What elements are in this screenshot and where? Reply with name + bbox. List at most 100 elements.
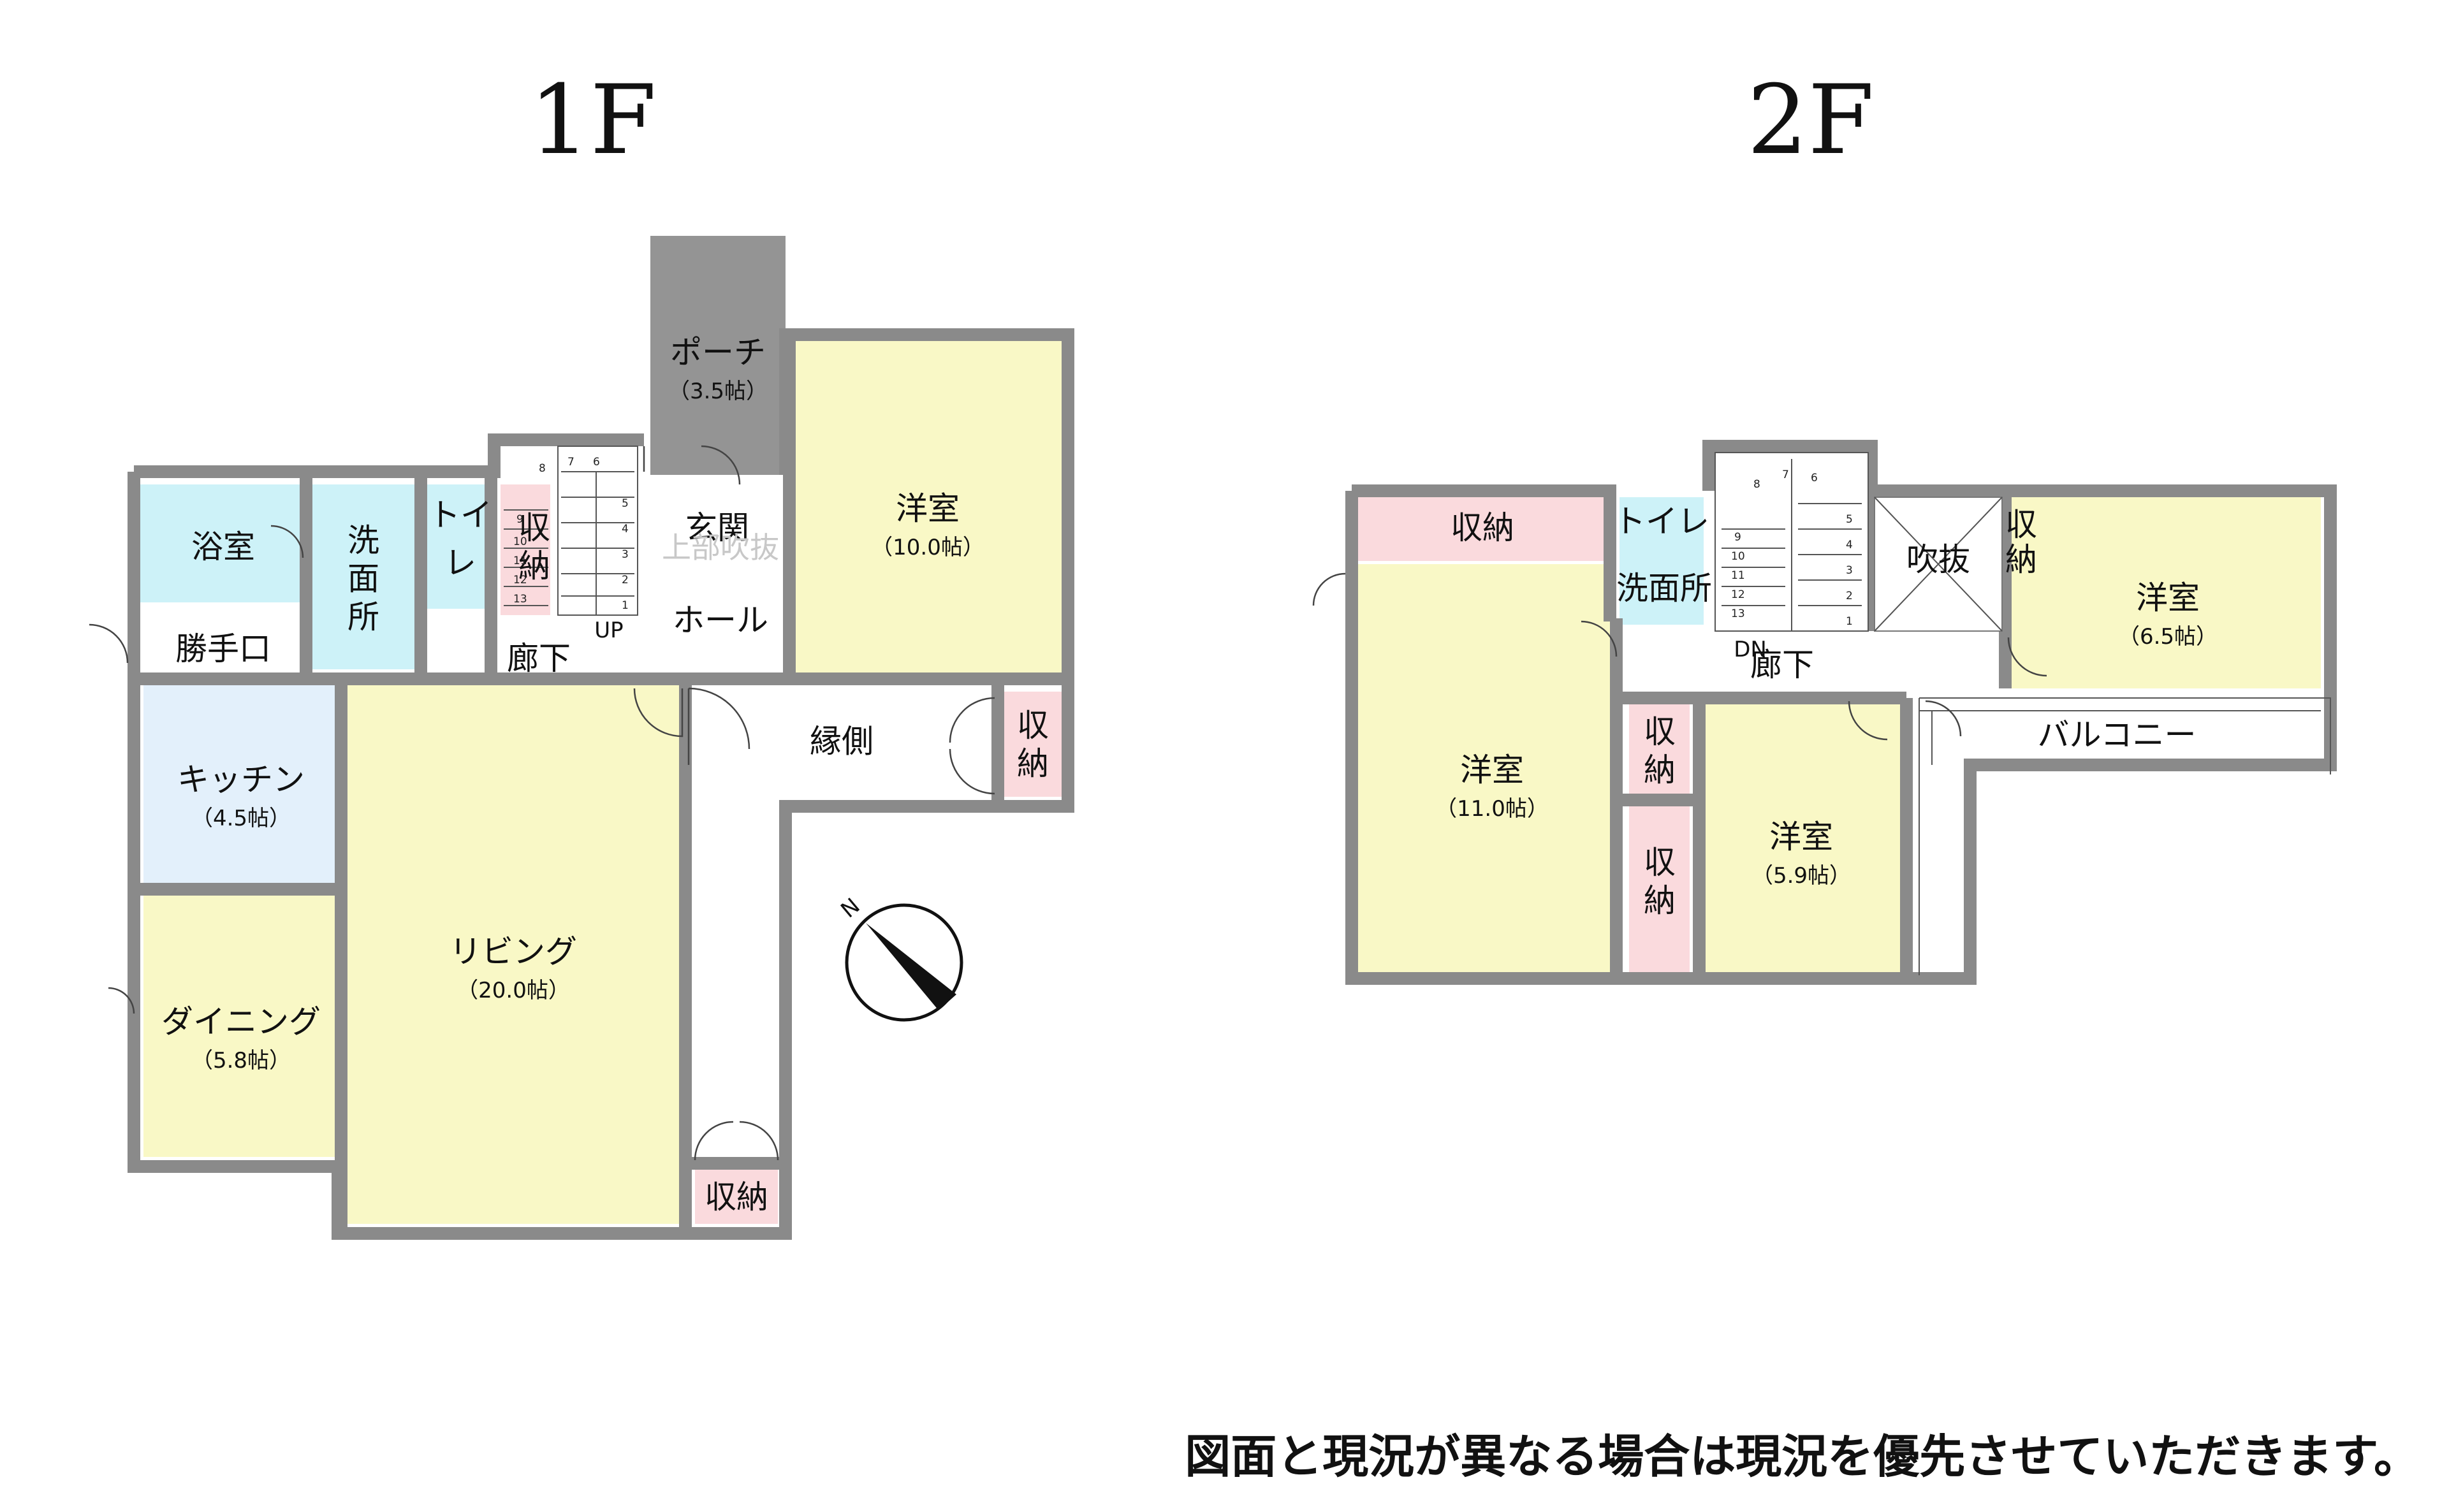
- wall-2f-stair: [1702, 440, 1878, 631]
- washroom-label-2: 面: [347, 560, 379, 597]
- void-2f-label: 吹抜: [1906, 541, 1970, 578]
- stair-step-2f: 8: [1753, 478, 1760, 491]
- stair-step-1f: 1: [622, 599, 629, 612]
- stair-step-2f: 12: [1731, 588, 1745, 601]
- stair-treads-2f: [1722, 459, 1862, 631]
- floor-title-1f: 1F: [529, 65, 657, 176]
- door-swing-1f-a: [270, 445, 741, 558]
- western-1f-label: 洋室: [896, 490, 960, 527]
- washroom-area: [312, 484, 414, 669]
- void-above-label: 上部吹抜: [662, 530, 779, 565]
- western-c-area: [1702, 704, 1900, 972]
- western-b-label: 洋室: [1460, 752, 1524, 789]
- western-a-label: 洋室: [2136, 579, 2200, 616]
- western-b-area: [1358, 564, 1610, 972]
- mid-storage-2-label-2: 納: [1644, 882, 1676, 919]
- western-a-area-label: （6.5帖）: [2118, 624, 2218, 650]
- stair-step-1f: 3: [622, 548, 629, 561]
- stair-step-2f: 6: [1811, 472, 1818, 484]
- stair-storage-area: [501, 484, 550, 615]
- kitchen-label: キッチン: [177, 761, 305, 798]
- hall-label: ホール: [673, 602, 768, 639]
- mid-storage-2-label-1: 収: [1644, 844, 1676, 881]
- toilet-area-1f: [426, 484, 485, 609]
- toilet-2f-label: トイレ: [1614, 503, 1709, 540]
- wall-2f-outer: [1345, 484, 2337, 985]
- stair-step-2f: 4: [1846, 539, 1853, 551]
- stair-storage-label-2: 納: [518, 548, 550, 585]
- stair-step-1f: 2: [622, 574, 629, 586]
- door-swing-1f-b: [633, 687, 750, 765]
- service-entrance-label: 勝手口: [175, 630, 271, 667]
- floor-2f: 収納 トイレ 洗面所 吹抜 収 納 洋室 （6.5帖） 廊下 DN 洋室 （11…: [1312, 440, 2337, 985]
- stair-step-2f: 13: [1731, 607, 1745, 620]
- bottom-storage-area: [695, 1167, 778, 1224]
- western-c-label: 洋室: [1769, 818, 1833, 855]
- veranda-storage-area: [1004, 692, 1065, 797]
- stairs-up-label: UP: [594, 618, 623, 643]
- stair-step-1f: 13: [513, 593, 527, 606]
- porch-area-label: （3.5帖）: [668, 379, 768, 404]
- stair-treads-1f: [561, 471, 634, 615]
- porch-area: [650, 236, 786, 475]
- veranda-storage-label-2: 納: [1017, 745, 1049, 782]
- mid-storage-2-area: [1629, 806, 1690, 972]
- toilet-1f-label-2: レ: [444, 544, 476, 581]
- stair-step-1f: 4: [622, 523, 629, 535]
- stair-step-2f: 5: [1846, 513, 1853, 526]
- top-storage-2f-label: 収納: [1451, 509, 1514, 546]
- stair-step-1f: 7: [567, 456, 574, 469]
- wall-2f-mid: [1616, 484, 2015, 806]
- stair-step-1f: 6: [593, 456, 600, 469]
- toilet-washroom-2f-area: [1619, 497, 1704, 625]
- washroom-label-1: 洗: [347, 522, 379, 559]
- stair-step-2f: 1: [1846, 615, 1853, 628]
- compass-north-label: N: [836, 893, 865, 923]
- stair-step-2f: 2: [1846, 590, 1853, 602]
- wall-2f-inner: [1610, 618, 1913, 978]
- stair-step-2f: 3: [1846, 564, 1853, 577]
- stair-step-1f: 9: [516, 513, 523, 526]
- dining-area-label: （5.8帖）: [191, 1048, 291, 1073]
- mid-storage-1-area: [1629, 704, 1690, 794]
- entrance-label: 玄関: [685, 509, 749, 546]
- toilet-1f-label-1: トイ: [428, 497, 492, 534]
- door-swing-1f-d: [694, 1121, 779, 1161]
- bath-label: 浴室: [191, 528, 255, 565]
- kitchen-area-label: （4.5帖）: [191, 806, 291, 831]
- top-storage-2f-area: [1358, 497, 1607, 561]
- dining-area: [143, 896, 338, 1157]
- door-swing-1f-c: [949, 697, 995, 795]
- balcony-rail: [1919, 697, 2331, 975]
- western-c-area-label: （5.9帖）: [1751, 863, 1851, 889]
- veranda-storage-label-1: 収: [1017, 707, 1049, 744]
- compass-needle-icon: [866, 923, 956, 1010]
- veranda-label: 縁側: [810, 723, 874, 760]
- floor-title-2f: 2F: [1747, 65, 1875, 176]
- balcony-label: バルコニー: [2038, 716, 2197, 753]
- side-storage-2f-label-1: 収: [2005, 506, 2037, 543]
- door-swing-2f: [1581, 620, 2047, 741]
- western-room-1f: [794, 341, 1062, 672]
- wall-1f-utility: [300, 478, 497, 676]
- washroom-label-3: 所: [347, 599, 379, 636]
- wall-1f-top: [134, 433, 644, 478]
- western-a-area: [2008, 497, 2321, 688]
- western-1f-area-label: （10.0帖）: [871, 535, 984, 560]
- door-swing-1f-e: [89, 623, 135, 1014]
- stair-step-1f: 12: [513, 574, 527, 586]
- stair-treads-1f-storage: [504, 509, 548, 606]
- door-swing-2f-window: [1312, 572, 1346, 606]
- stair-step-1f: 10: [513, 535, 527, 548]
- washroom-2f-label: 洗面所: [1616, 570, 1712, 607]
- stair-step-2f: 11: [1731, 569, 1745, 582]
- stair-step-2f: 9: [1734, 531, 1741, 544]
- corridor-1f-label: 廊下: [507, 640, 571, 677]
- bath-area: [140, 484, 303, 602]
- dining-label: ダイニング: [161, 1003, 321, 1040]
- compass: N: [836, 893, 963, 1022]
- mid-storage-1-label-1: 収: [1644, 713, 1676, 750]
- stair-storage-label-1: 収: [518, 509, 550, 546]
- side-storage-2f-label-2: 納: [2005, 541, 2037, 578]
